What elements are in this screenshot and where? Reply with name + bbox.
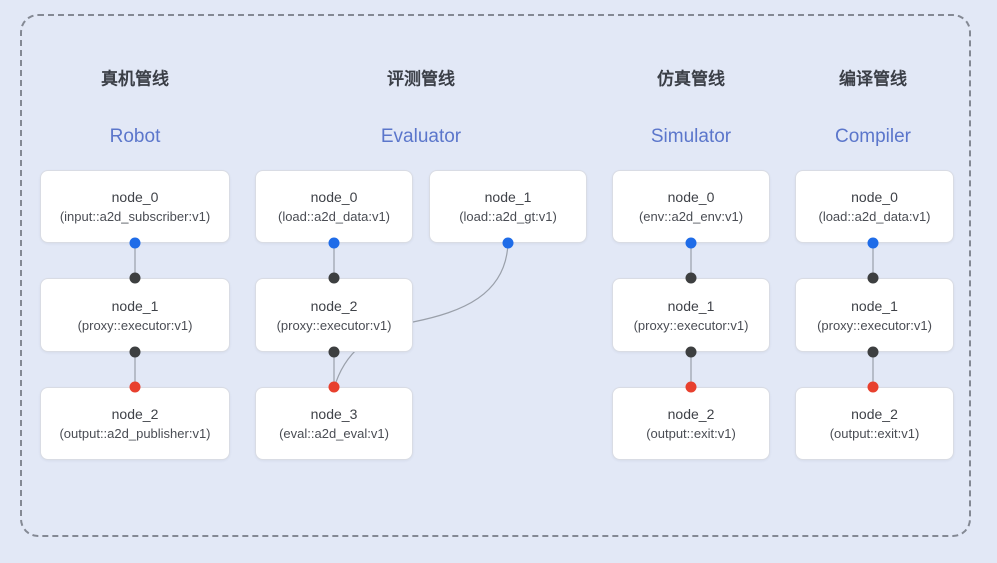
column-title-zh-compiler: 编译管线 [839, 69, 907, 89]
port-dot-dark[interactable] [685, 272, 697, 284]
port-dot-dark[interactable] [685, 346, 697, 358]
node-name: node_0 [111, 189, 159, 205]
node-name: node_0 [851, 189, 898, 205]
node-type: (load::a2d_gt:v1) [459, 209, 557, 224]
node-name: node_1 [111, 297, 159, 314]
node-name: node_0 [310, 189, 358, 205]
node-simulator-node1[interactable]: node_1 (proxy::executor:v1) [612, 278, 770, 352]
node-name: node_2 [851, 406, 898, 422]
port-dot-red[interactable] [685, 381, 697, 393]
node-type: (proxy::executor:v1) [633, 317, 749, 333]
port-dot-blue[interactable] [502, 237, 514, 249]
node-robot-node2[interactable]: node_2 (output::a2d_publisher:v1) [40, 387, 230, 460]
port-dot-red[interactable] [129, 381, 141, 393]
column-title-zh-robot: 真机管线 [101, 69, 169, 89]
edge-eval-1-3-curve [334, 242, 509, 386]
node-name: node_0 [667, 189, 715, 205]
node-name: node_3 [310, 406, 358, 422]
node-type: (env::a2d_env:v1) [638, 209, 744, 224]
node-type: (proxy::executor:v1) [77, 317, 193, 333]
node-evaluator-node1[interactable]: node_1 (load::a2d_gt:v1) [429, 170, 587, 243]
column-title-en-compiler: Compiler [834, 126, 912, 147]
node-evaluator-node3[interactable]: node_3 (eval::a2d_eval:v1) [255, 387, 413, 460]
column-title-en-simulator: Simulator [650, 126, 732, 147]
node-type: (eval::a2d_eval:v1) [279, 426, 389, 441]
node-type: (output::exit:v1) [646, 426, 736, 441]
port-dot-blue[interactable] [685, 237, 697, 249]
node-robot-node0[interactable]: node_0 (input::a2d_subscriber:v1) [40, 170, 230, 243]
node-name: node_1 [484, 189, 532, 205]
node-compiler-node2[interactable]: node_2 (output::exit:v1) [795, 387, 954, 460]
node-name: node_2 [667, 406, 715, 422]
node-name: node_1 [667, 297, 715, 314]
column-title-en-robot: Robot [109, 126, 161, 147]
node-type: (load::a2d_data:v1) [277, 209, 391, 224]
node-compiler-node1[interactable]: node_1 (proxy::executor:v1) [795, 278, 954, 352]
port-dot-blue[interactable] [328, 237, 340, 249]
node-name: node_2 [111, 406, 159, 422]
node-evaluator-node0[interactable]: node_0 (load::a2d_data:v1) [255, 170, 413, 243]
dashed-frame [20, 14, 971, 537]
node-evaluator-node2[interactable]: node_2 (proxy::executor:v1) [255, 278, 413, 352]
port-dot-dark[interactable] [328, 272, 340, 284]
node-name: node_1 [851, 297, 898, 314]
port-dot-blue[interactable] [129, 237, 141, 249]
column-title-zh-evaluator: 评测管线 [387, 69, 455, 89]
port-dot-blue[interactable] [867, 237, 879, 249]
column-title-zh-simulator: 仿真管线 [657, 69, 725, 89]
port-dot-dark[interactable] [867, 272, 879, 284]
port-dot-red[interactable] [867, 381, 879, 393]
node-compiler-node0[interactable]: node_0 (load::a2d_data:v1) [795, 170, 954, 243]
port-dot-dark[interactable] [129, 346, 141, 358]
node-simulator-node2[interactable]: node_2 (output::exit:v1) [612, 387, 770, 460]
node-type: (proxy::executor:v1) [276, 317, 392, 333]
port-dot-dark[interactable] [328, 346, 340, 358]
node-name: node_2 [310, 297, 358, 314]
node-robot-node1[interactable]: node_1 (proxy::executor:v1) [40, 278, 230, 352]
port-dot-dark[interactable] [867, 346, 879, 358]
node-type: (proxy::executor:v1) [817, 317, 932, 333]
node-type: (output::a2d_publisher:v1) [59, 426, 211, 441]
node-type: (load::a2d_data:v1) [818, 209, 931, 224]
port-dot-dark[interactable] [129, 272, 141, 284]
node-type: (input::a2d_subscriber:v1) [59, 209, 211, 224]
port-dot-red[interactable] [328, 381, 340, 393]
node-type: (output::exit:v1) [829, 426, 920, 441]
node-simulator-node0[interactable]: node_0 (env::a2d_env:v1) [612, 170, 770, 243]
column-title-en-evaluator: Evaluator [380, 126, 462, 147]
